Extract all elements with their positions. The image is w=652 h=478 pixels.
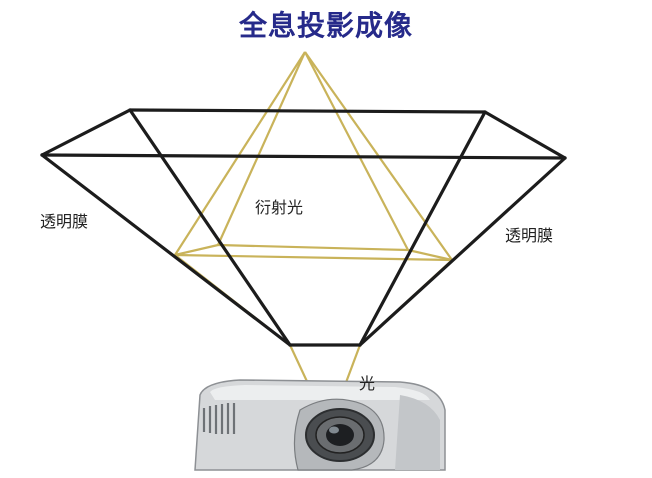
beam-apex-center-left [216, 51, 307, 246]
projector [194, 379, 446, 471]
projector-lens-glass [326, 424, 354, 446]
projector-lens-highlight [329, 426, 339, 434]
frame-top-back [128, 108, 487, 114]
frame-top-right [483, 110, 567, 160]
projector-side-shade [395, 395, 440, 470]
beam-base-right-diag [407, 248, 453, 262]
label-transparent-film-right: 透明膜 [505, 226, 554, 245]
pyramid-frame [40, 108, 567, 347]
beam-base-front [217, 243, 409, 252]
beam-base-back [174, 253, 453, 262]
frame-edge-left [40, 153, 292, 347]
label-transparent-film-left: 透明膜 [40, 212, 89, 231]
frame-edge-right [358, 156, 567, 347]
frame-edge-inner-right [358, 110, 487, 347]
projector-vent-grille [202, 403, 236, 434]
projector-top-shade [210, 385, 430, 400]
beam-apex-center-right [304, 51, 409, 251]
label-light: 光 [359, 374, 376, 393]
frame-top-left [40, 108, 132, 157]
page-title: 全息投影成像 [238, 9, 413, 42]
frame-top-front [40, 153, 567, 160]
beam-base-left-diag [174, 243, 219, 257]
beam-apex-left [174, 51, 306, 256]
label-diffraction-light: 衍射光 [255, 198, 304, 217]
frame-edge-inner-left [128, 108, 292, 347]
